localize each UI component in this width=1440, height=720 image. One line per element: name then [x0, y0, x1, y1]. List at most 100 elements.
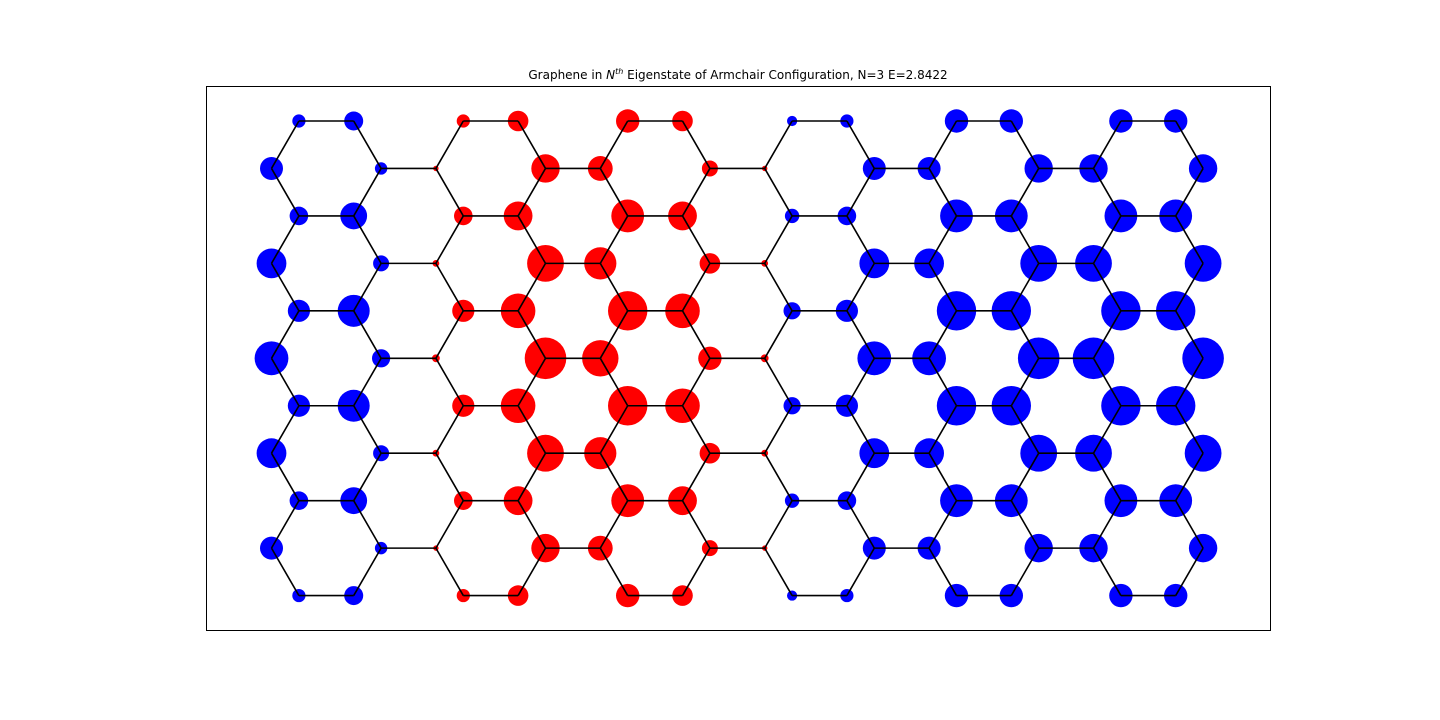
bond: [270, 357, 300, 407]
bond: [928, 120, 958, 169]
bond: [517, 310, 547, 359]
bond: [599, 168, 629, 217]
bond: [1010, 262, 1040, 312]
bond: [517, 262, 547, 312]
bond: [353, 405, 382, 454]
bond: [1010, 215, 1040, 264]
bond: [1175, 215, 1204, 264]
bond: [1010, 120, 1040, 169]
bond: [1175, 405, 1204, 454]
bond: [928, 215, 958, 264]
bond: [353, 452, 382, 502]
bond: [1010, 168, 1040, 217]
bond: [1092, 500, 1122, 549]
bond: [353, 215, 382, 264]
bond: [764, 547, 793, 596]
bond: [764, 452, 793, 502]
bond: [764, 405, 793, 454]
bond: [599, 357, 629, 407]
bond: [353, 310, 382, 359]
bond: [599, 215, 629, 264]
bond: [599, 310, 629, 359]
bond: [846, 452, 875, 502]
bond: [1010, 357, 1040, 407]
bond: [681, 262, 711, 312]
chart-title: Graphene in Nth Eigenstate of Armchair C…: [528, 67, 947, 82]
bond: [1175, 262, 1204, 312]
bond: [517, 452, 547, 502]
bond: [928, 168, 958, 217]
bond: [270, 215, 300, 264]
bond: [353, 547, 382, 596]
bond: [435, 405, 464, 454]
bond: [353, 168, 382, 217]
bond: [599, 500, 629, 549]
bond: [681, 120, 711, 169]
bond: [1010, 405, 1040, 454]
bond: [1092, 168, 1122, 217]
bond: [1175, 310, 1204, 359]
bond: [435, 357, 464, 407]
bond: [928, 547, 958, 596]
bond: [270, 120, 300, 169]
bond: [928, 357, 958, 407]
bond: [846, 405, 875, 454]
bond: [435, 547, 464, 596]
bond: [928, 262, 958, 312]
bond: [270, 168, 300, 217]
bond: [517, 405, 547, 454]
bond: [1175, 168, 1204, 217]
bond: [681, 357, 711, 407]
bond: [435, 310, 464, 359]
bond: [764, 120, 793, 169]
bond: [270, 452, 300, 502]
bond: [1092, 120, 1122, 169]
bond: [1092, 310, 1122, 359]
bond: [1175, 452, 1204, 502]
bond: [1175, 357, 1204, 407]
bond: [270, 547, 300, 596]
bond: [435, 120, 464, 169]
bond: [764, 168, 793, 217]
bond: [1092, 405, 1122, 454]
bond: [764, 262, 793, 312]
bond: [846, 168, 875, 217]
bond: [599, 120, 629, 169]
bond: [681, 310, 711, 359]
atom-negative: [1188, 533, 1218, 563]
bond: [1092, 215, 1122, 264]
plot-frame: [206, 86, 1271, 631]
bond: [599, 547, 629, 596]
bond: [681, 500, 711, 549]
bond: [353, 120, 382, 169]
bond: [1175, 500, 1204, 549]
bond: [681, 215, 711, 264]
bond: [1010, 452, 1040, 502]
bond: [928, 500, 958, 549]
bond: [353, 500, 382, 549]
bond: [517, 120, 547, 169]
bond: [517, 357, 547, 407]
bond: [1092, 262, 1122, 312]
bond: [270, 500, 300, 549]
bond: [846, 215, 875, 264]
bond: [599, 452, 629, 502]
bond: [435, 452, 464, 502]
bond: [353, 357, 382, 407]
bond: [517, 500, 547, 549]
bond: [435, 500, 464, 549]
bond: [517, 168, 547, 217]
bond: [1175, 547, 1204, 596]
bond: [1175, 120, 1204, 169]
bond: [846, 120, 875, 169]
bond: [599, 262, 629, 312]
bond: [435, 215, 464, 264]
bond: [1010, 310, 1040, 359]
bond: [928, 452, 958, 502]
bond: [270, 310, 300, 359]
bond: [435, 262, 464, 312]
bond: [1092, 547, 1122, 596]
bond: [270, 405, 300, 454]
bond: [764, 500, 793, 549]
